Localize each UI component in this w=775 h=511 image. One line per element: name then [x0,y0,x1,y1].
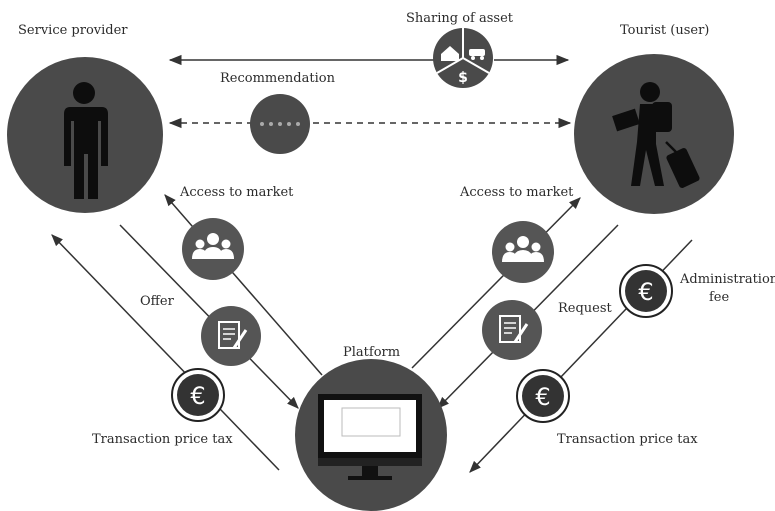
contract-icon [499,315,529,343]
service-provider-label: Service provider [18,23,128,38]
service-provider-node [7,57,163,213]
house-icon [441,46,459,61]
access-right-label: Access to market [459,185,574,200]
offer-label: Offer [140,294,175,309]
euro-icon: € [535,383,550,411]
sharing-asset-label: Sharing of asset [406,11,514,26]
access-left-arrow [164,194,323,376]
platform-node [295,359,447,511]
monitor-icon [318,394,422,480]
euro-icon: € [638,278,653,306]
access-left-label: Access to market [179,185,294,200]
recommendation-label: Recommendation [220,71,336,86]
traveler-icon [612,82,700,188]
access-left-badge [182,218,244,280]
admin-fee-label-line1: Administration [679,272,775,287]
person-icon [64,82,108,199]
dollar-icon: $ [458,70,468,86]
sharing-asset-badge: $ [433,28,493,88]
platform-label: Platform [343,345,400,360]
access-right-arrow [411,197,581,369]
admin-fee-badge: € [619,264,673,318]
request-label: Request [558,301,613,316]
offer-badge [201,306,261,366]
group-icon [502,236,544,262]
access-right-badge [492,221,554,283]
tourist-node [574,54,734,214]
admin-fee-label-line2: fee [709,290,730,305]
group-icon [192,233,234,259]
recommendation-badge [250,94,310,154]
tax-left-arrow [51,234,280,471]
car-icon [469,49,485,60]
tourist-label: Tourist (user) [620,23,709,38]
tax-right-badge: € [516,369,570,423]
tax-left-badge: € [171,368,225,422]
request-badge [482,300,542,360]
dots-icon [260,122,300,126]
tax-right-label: Transaction price tax [557,432,698,447]
tax-left-label: Transaction price tax [92,432,233,447]
contract-icon [218,321,248,349]
euro-icon: € [190,382,205,410]
